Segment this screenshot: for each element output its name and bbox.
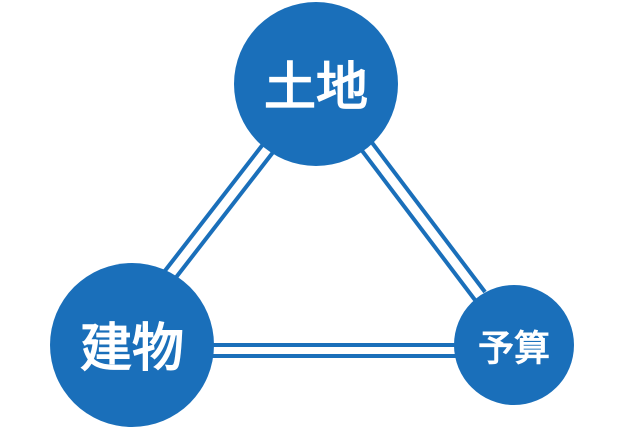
- connector-land-building: [162, 141, 276, 282]
- connector-building-budget: [210, 343, 458, 358]
- node-budget-circle: [454, 285, 574, 405]
- node-budget-label: 予算: [478, 329, 550, 370]
- node-land-circle: [234, 2, 398, 166]
- node-land: 土地: [234, 2, 398, 166]
- node-building-label: 建物: [80, 319, 184, 379]
- connector-land-budget: [358, 138, 487, 302]
- node-building: 建物: [50, 263, 214, 427]
- node-land-label: 土地: [264, 58, 368, 118]
- node-building-circle: [50, 263, 214, 427]
- node-budget: 予算: [454, 285, 574, 405]
